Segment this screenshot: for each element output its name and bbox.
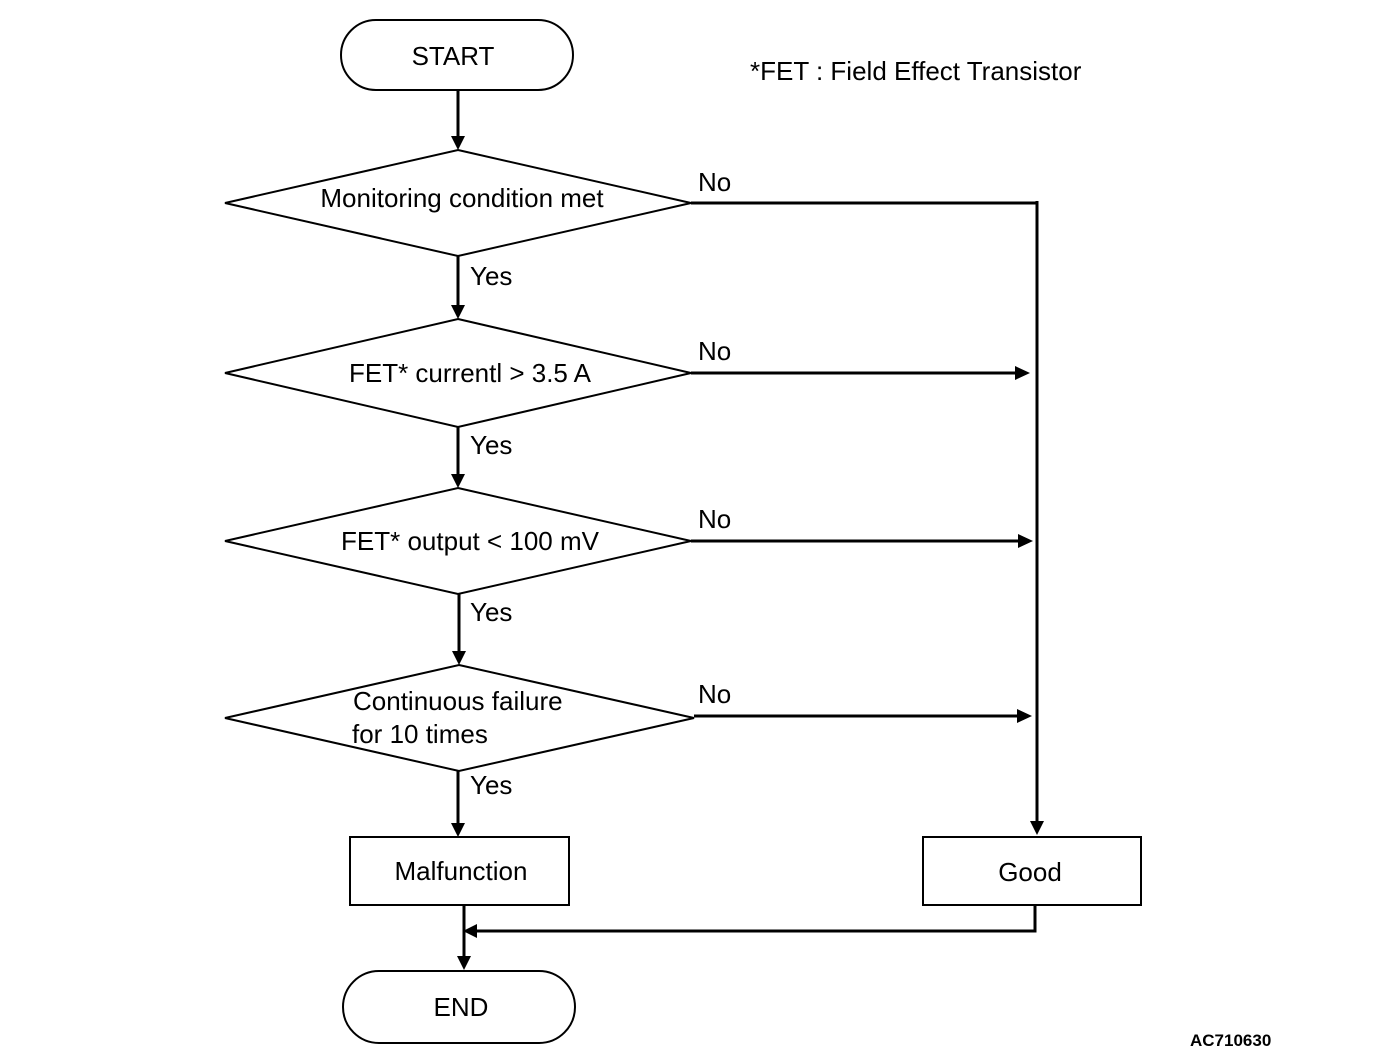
figure-code: AC710630 [1190,1031,1271,1050]
arrowhead-end [457,956,471,970]
arrowhead-no-2 [1015,366,1030,380]
no-label-3: No [698,504,731,534]
decision-continuous-failure [224,663,695,773]
decision-4-text-line-1: Continuous failure [353,686,563,716]
arrowhead-malfunction [451,823,465,837]
arrowhead-good [1030,821,1044,835]
no-label-2: No [698,336,731,366]
footnote: *FET : Field Effect Transistor [750,56,1082,86]
arrowhead-d1 [451,136,465,150]
arrowhead-merge [463,924,477,938]
arrowhead-no-3 [1018,534,1033,548]
start-label: START [412,41,495,71]
yes-label-2: Yes [470,430,512,460]
no-label-1: No [698,167,731,197]
end-label: END [434,992,489,1022]
no-label-4: No [698,679,731,709]
decision-3-text: FET* output < 100 mV [341,526,600,556]
arrowhead-d3 [451,474,465,488]
arrowhead-no-4 [1017,709,1032,723]
decision-1-text: Monitoring condition met [320,183,604,213]
arrowhead-d4 [452,651,466,665]
decision-4-text-line-2: for 10 times [352,719,488,749]
arrowhead-d2 [451,305,465,319]
connector-good-merge [475,905,1037,933]
decision-2-text: FET* currentl > 3.5 A [349,358,592,388]
good-label: Good [998,857,1062,887]
malfunction-label: Malfunction [395,856,528,886]
yes-label-3: Yes [470,597,512,627]
good-box [922,836,1142,906]
yes-label-1: Yes [470,261,512,291]
yes-label-4: Yes [470,770,512,800]
malfunction-box [349,836,570,906]
end-terminal [342,970,576,1044]
